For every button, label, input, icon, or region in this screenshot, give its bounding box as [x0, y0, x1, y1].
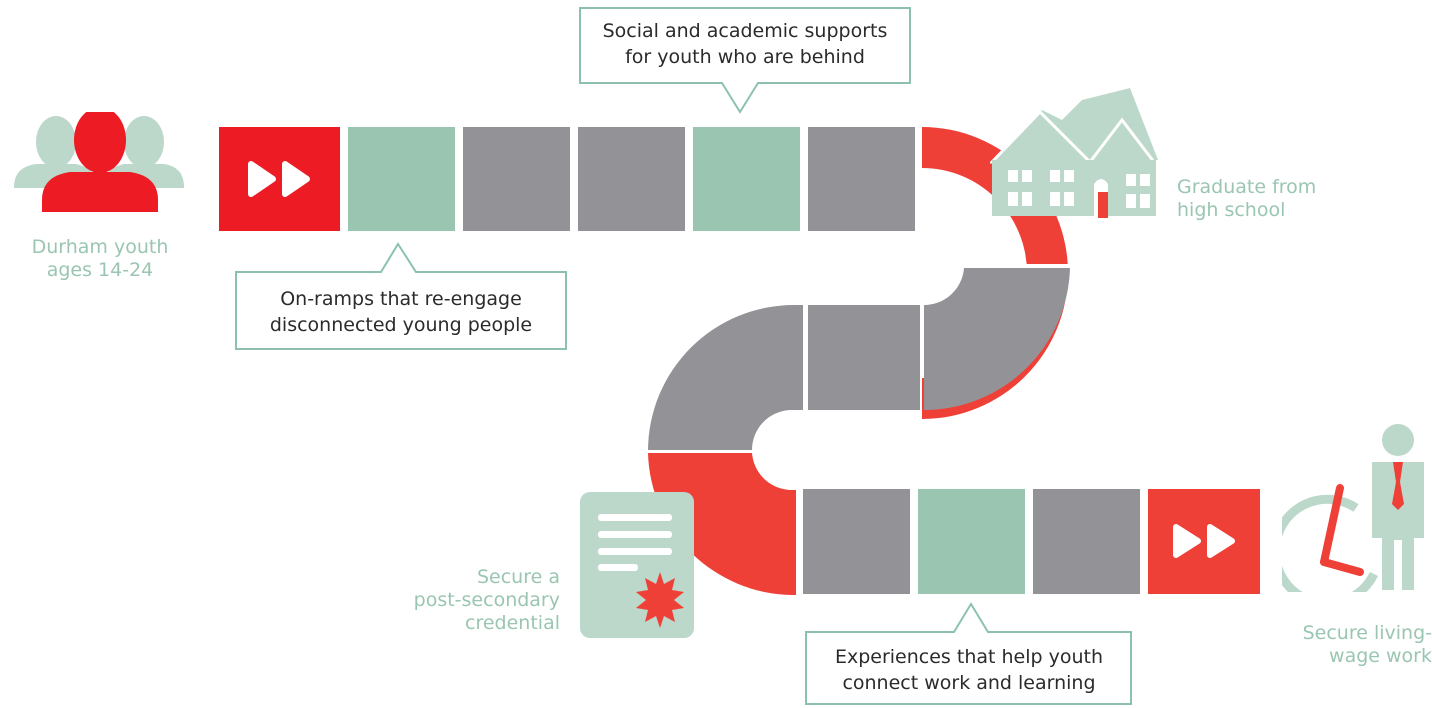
caption-credential-line-1: Secure a	[476, 566, 560, 588]
fast-forward-icon	[248, 161, 310, 197]
school-building-icon	[990, 88, 1158, 218]
callout-supports: Social and academic supports for youth w…	[579, 7, 911, 114]
callout-onramps: On-ramps that re-engage disconnected you…	[235, 242, 567, 350]
top-tile-4	[578, 127, 685, 231]
start-arrow-tile	[219, 127, 340, 231]
callout-onramps-line-2: disconnected young people	[269, 314, 533, 336]
curve-gray-left	[648, 305, 803, 450]
top-tile-2	[348, 127, 455, 231]
certificate-icon	[580, 492, 694, 638]
seal-icon	[636, 572, 684, 628]
caption-graduate-line-2: high school	[1177, 199, 1286, 221]
curve-gray-right	[924, 268, 1070, 410]
caption-work-line-2: wage work	[1329, 645, 1432, 667]
callout-onramps-line-1: On-ramps that re-engage	[280, 288, 522, 310]
callout-supports-line-2: for youth who are behind	[625, 46, 865, 68]
caption-credential-line-3: credential	[465, 612, 560, 634]
caption-graduate-line-1: Graduate from	[1177, 176, 1317, 198]
worker-clock-icon	[1282, 424, 1424, 592]
callout-supports-line-1: Social and academic supports	[602, 20, 888, 42]
callout-supports-frame	[579, 7, 911, 114]
curve-red-lower	[648, 453, 796, 595]
caption-graduate: Graduate from high school	[1177, 176, 1357, 222]
caption-start-line-2: ages 14-24	[46, 259, 154, 281]
caption-start: Durham youth ages 14-24	[10, 236, 190, 282]
people-group-icon	[14, 112, 184, 212]
top-tile-3	[463, 127, 570, 231]
caption-credential: Secure a post-secondary credential	[380, 566, 560, 635]
callout-experiences: Experiences that help youth connect work…	[805, 602, 1132, 706]
callout-onramps-frame	[235, 242, 567, 350]
callout-experiences-line-2: connect work and learning	[842, 672, 1096, 694]
caption-credential-line-2: post-secondary	[413, 589, 560, 611]
bottom-tile-3	[1033, 489, 1140, 594]
top-tile-6	[808, 127, 915, 231]
bottom-tile-1	[803, 489, 910, 594]
middle-gray-tile	[808, 305, 920, 410]
bottom-tile-2	[918, 489, 1025, 594]
caption-start-line-1: Durham youth	[31, 236, 169, 258]
top-tile-5	[693, 127, 800, 231]
end-arrow-tile	[1148, 489, 1260, 594]
fast-forward-icon	[1173, 524, 1235, 558]
caption-work: Secure living- wage work	[1262, 622, 1432, 668]
callout-experiences-line-1: Experiences that help youth	[834, 646, 1104, 668]
caption-work-line-1: Secure living-	[1302, 622, 1432, 644]
callout-experiences-frame	[805, 602, 1132, 705]
